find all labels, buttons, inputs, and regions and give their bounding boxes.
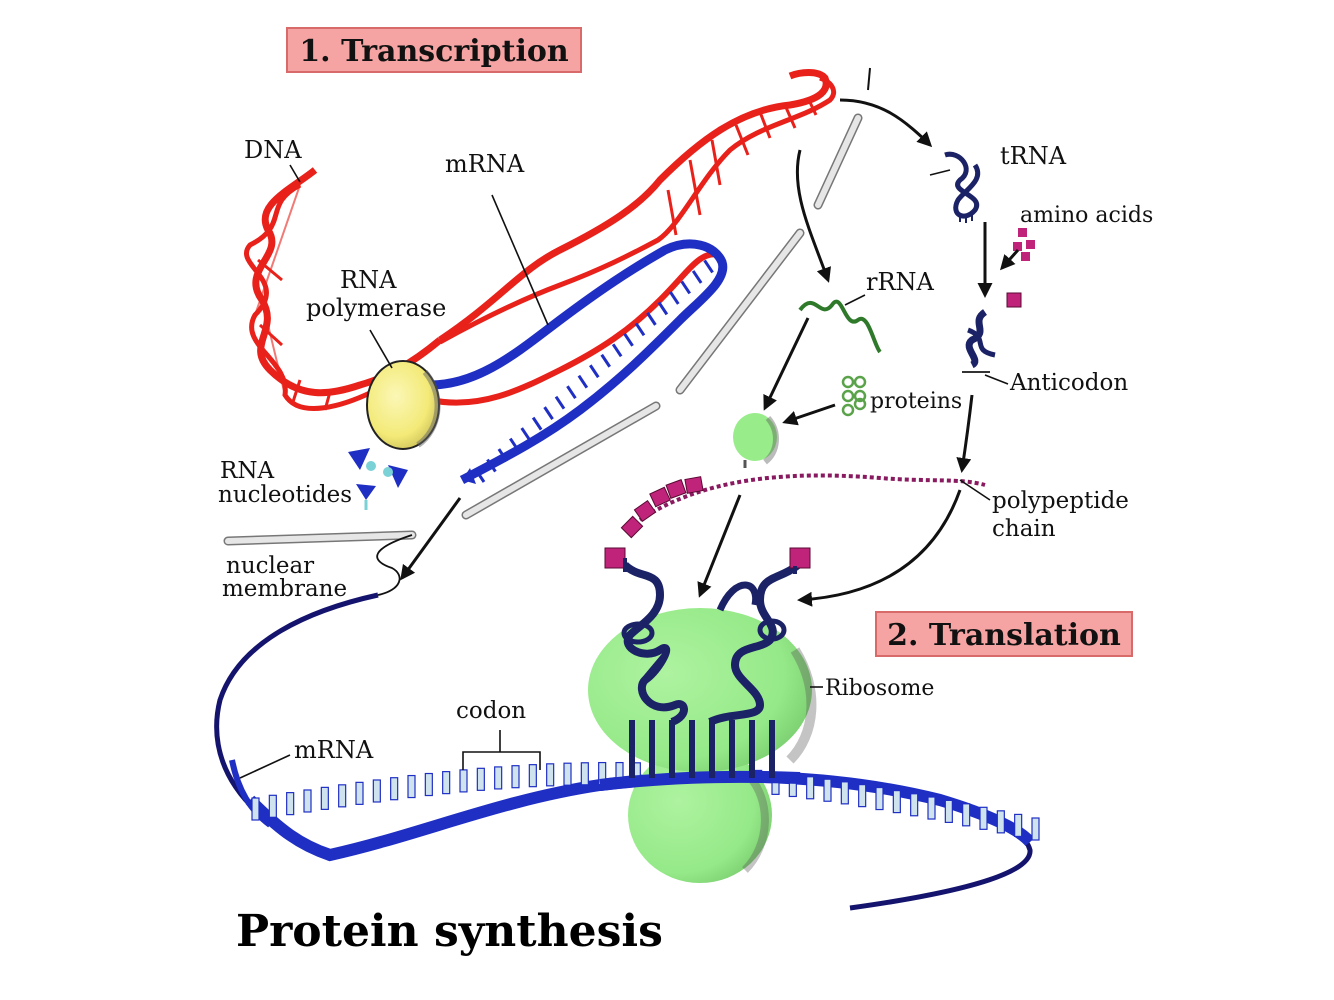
codon-base-tick [1014,813,1023,838]
nucleotide-tick [680,280,691,295]
nucleotide-tick [703,259,714,274]
codon-base-tick [875,786,884,811]
label-anticodon: Anticodon [1009,370,1128,396]
codon-base-tick [355,781,364,805]
nucleotide-tick [497,448,509,462]
rna-nucleotides [348,448,408,510]
translation-banner: 2. Translation [875,611,1133,657]
codon-base-tick [1031,817,1040,841]
rrna [798,299,882,354]
nuclear-membrane [223,113,863,596]
label-mrna-top: mRNA [445,150,525,178]
codon-base-tick [580,762,589,786]
ribosome [588,608,817,883]
codon-base-tick [424,772,433,797]
label-rna-polymerase-1: RNA [340,266,397,294]
nucleotide-tick [657,301,669,316]
codon-base-tick [979,806,988,830]
nucleotide-tick [543,406,554,420]
ribosomal-proteins [841,375,867,417]
codon-base-tick [251,797,260,821]
polypeptide-chain [604,473,986,574]
flow-arrows [400,67,1020,607]
mrna-on-ribosome [599,720,801,791]
codon-base-tick [390,777,399,801]
charged-trna [962,292,1022,373]
codon-base-tick [372,779,381,803]
codon-base-tick [442,771,451,795]
label-rna-nucleotides-1: RNA [220,458,274,484]
label-polypeptide-2: chain [992,516,1056,542]
codon-base-tick [546,763,555,787]
codon-base-tick [459,769,468,793]
label-nuclear-membrane-1: nuclear [226,553,314,579]
label-pointers [239,164,1009,779]
trna-on-ribosome-left [621,561,688,726]
codon-base-tick [823,778,832,802]
codon-base-tick [268,794,277,818]
trna-free [944,151,981,223]
trna-on-ribosome-right [708,561,801,726]
label-ribosome: Ribosome [825,676,934,701]
label-polypeptide-1: polypeptide [992,488,1129,514]
codon-base-tick [338,784,347,808]
label-rna-nucleotides-2: nucleotides [218,482,352,508]
nucleotide-tick [634,322,646,337]
codon-base-tick [806,776,815,800]
label-mrna-bottom: mRNA [294,736,374,764]
nucleotide-tick [577,374,589,389]
nucleotide-tick [600,353,611,368]
mrna-transcript-top [429,239,728,484]
label-rrna: rRNA [866,268,935,296]
svg-text:2. Translation: 2. Translation [887,618,1121,653]
label-rna-polymerase-2: polymerase [306,294,446,322]
amino-acids [1013,228,1035,261]
nucleotide-tick [691,270,703,284]
codon-base-tick [962,803,971,827]
dna-helix [244,69,837,411]
svg-text:1. Transcription: 1. Transcription [299,34,569,69]
codon-base-tick [494,766,503,790]
label-nuclear-membrane-2: membrane [222,576,347,602]
codon-base-tick [944,799,953,823]
nucleotide-tick [646,312,657,326]
label-amino-acids: amino acids [1020,203,1153,228]
codon-base-tick [563,762,572,786]
codon-base-tick [927,796,936,820]
codon-base-tick [303,789,312,813]
ribosome-subunit-small [733,413,779,468]
label-codon: codon [456,698,526,724]
codon-base-tick [892,789,901,814]
nucleotide-tick [554,395,566,410]
nucleotide-tick [474,469,486,483]
nucleotide-tick [566,385,577,400]
nucleotide-tick [623,332,634,347]
label-dna: DNA [244,136,302,164]
label-proteins: proteins [870,389,962,414]
nucleotide-tick [486,458,497,473]
diagram-title: Protein synthesis [236,906,663,957]
codon-base-tick [320,786,329,810]
codon-base-tick [528,764,537,788]
codon-base-tick [996,810,1005,834]
codon-base-tick [511,765,520,789]
nucleotide-tick [520,427,531,441]
codon-base-tick [840,781,849,805]
nucleotide-tick [509,437,520,452]
nucleotide-tick [589,364,600,379]
codon-base-tick [858,784,867,808]
nucleotide-tick [714,249,726,263]
codon-base-tick [407,774,416,799]
codon-base-tick [910,793,919,817]
label-trna: tRNA [1000,142,1067,170]
transcription-banner: 1. Transcription [286,27,582,73]
nucleotide-tick [611,343,623,358]
nucleotide-tick [531,416,543,431]
nucleotide-tick [669,291,680,305]
codon-base-tick [476,767,485,791]
rna-polymerase [366,360,441,450]
codon-base-tick [286,792,295,816]
